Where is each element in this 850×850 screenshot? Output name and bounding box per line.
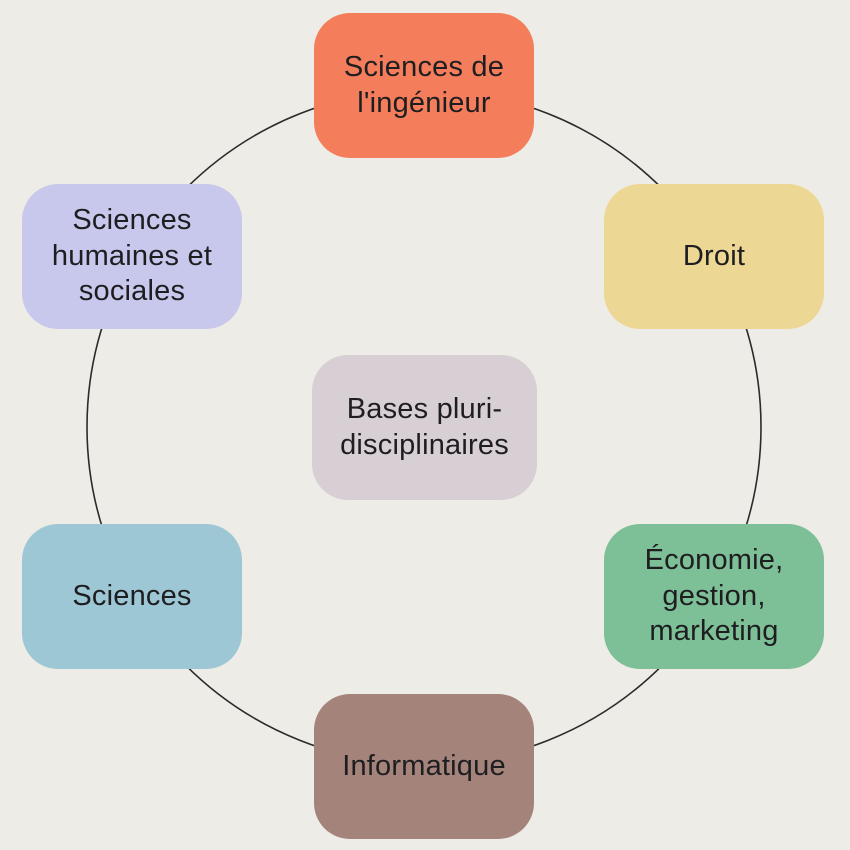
node-label: Bases pluri-disciplinaires: [340, 393, 509, 461]
node-sciences-humaines-sociales: Sciences humaines et sociales: [22, 184, 242, 329]
node-label: Sciences de l'ingénieur: [343, 51, 505, 119]
node-droit: Droit: [604, 184, 824, 329]
node-label: Droit: [682, 239, 746, 272]
node-sciences-ingenieur: Sciences de l'ingénieur: [314, 13, 534, 158]
node-economie-gestion-marketing: Économie, gestion, marketing: [604, 524, 824, 669]
node-sciences: Sciences: [22, 524, 242, 669]
node-label: Sciences humaines et sociales: [51, 204, 213, 308]
node-label: Économie, gestion, marketing: [644, 544, 784, 648]
node-informatique: Informatique: [314, 694, 534, 839]
node-label: Sciences: [72, 579, 192, 612]
node-label: Informatique: [342, 749, 506, 782]
node-bases-pluridisciplinaires: Bases pluri-disciplinaires: [312, 355, 537, 500]
